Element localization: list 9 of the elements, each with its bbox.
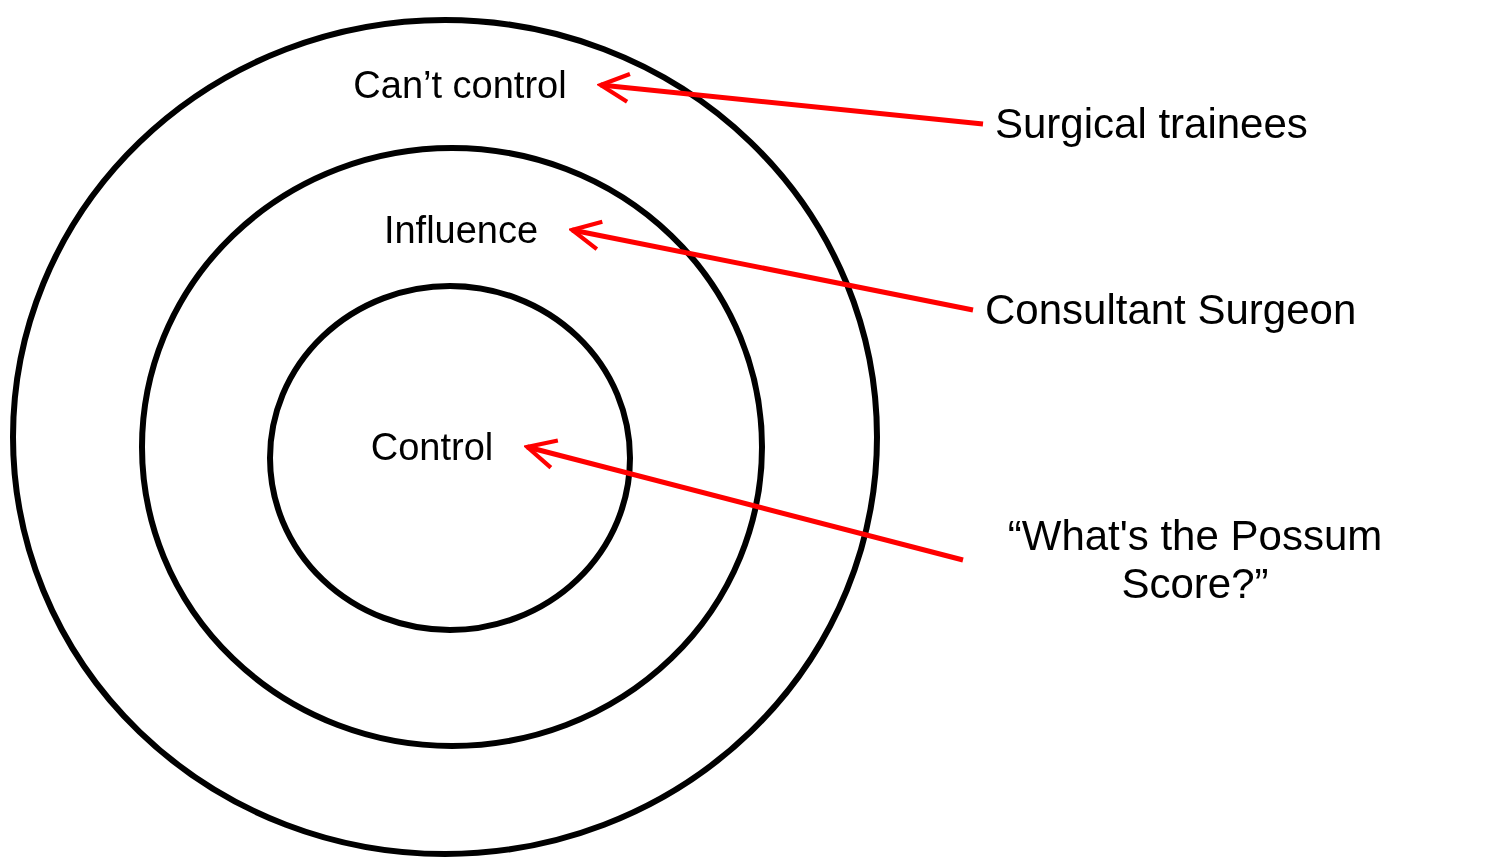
callout-text: “What's the Possum Score?” — [975, 512, 1415, 608]
callout-text: Surgical trainees — [995, 100, 1308, 148]
callout-text: Consultant Surgeon — [985, 286, 1357, 334]
ring-label: Can’t control — [353, 63, 567, 107]
arrow — [598, 71, 984, 127]
ring-label: Influence — [383, 208, 539, 252]
arrow — [525, 438, 964, 563]
arrow — [570, 219, 974, 313]
ring-label: Control — [370, 425, 494, 469]
